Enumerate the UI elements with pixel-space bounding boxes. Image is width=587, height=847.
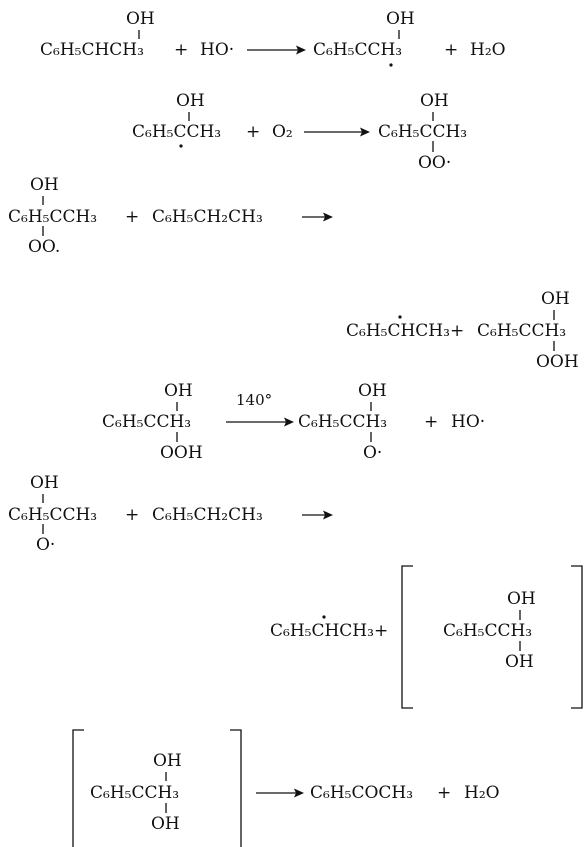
radical-dot (179, 144, 183, 148)
reactant-formula: C₆H₅CCH₃ (8, 505, 97, 525)
right-bracket (571, 565, 583, 709)
product-hydroxyl-label: OH (541, 289, 570, 309)
product-formula: C₆H₅CCH₃ (313, 40, 402, 60)
oxy-radical-label: O· (36, 535, 55, 555)
hydroxyl-label: OH (176, 91, 205, 111)
reactant-formula: C₆H₅CCH₃ (90, 783, 179, 803)
peroxyl-label: OO· (418, 153, 451, 173)
hydroperoxy-label: OOH (160, 443, 203, 463)
radical-dot (389, 63, 393, 67)
plus-sign: + (450, 321, 464, 341)
acetophenone-formula: C₆H₅COCH₃ (310, 783, 413, 803)
reaction-6: OH C₆H₅CCH₃ OH C₆H₅COCH₃ + H₂O (72, 729, 500, 847)
hydroxyl-label: OH (153, 751, 182, 771)
benzylic-radical-formula: C₆H₅CHCH₃ (270, 621, 374, 641)
reaction-2: OH C₆H₅CCH₃ + O₂ OH C₆H₅CCH₃ OO· (132, 91, 467, 173)
product-hydroxyl-label: OH (420, 91, 449, 111)
water-formula: H₂O (464, 783, 500, 803)
arrowhead-icon (296, 45, 306, 55)
hydroxyl-label: OH (151, 814, 180, 834)
plus-sign: + (125, 505, 139, 525)
plus-sign: + (444, 40, 458, 60)
left-bracket (72, 729, 84, 847)
reactant-formula: C₆H₅CCH₃ (102, 412, 191, 432)
arrowhead-icon (294, 788, 304, 798)
reaction-4: OH C₆H₅CCH₃ OOH 140° OH C₆H₅CCH₃ O· + HO… (102, 381, 485, 463)
benzylic-radical-formula: C₆H₅CHCH₃ (346, 321, 450, 341)
hydroxyl-label: OH (30, 175, 59, 195)
arrowhead-icon (360, 127, 370, 137)
plus-sign: + (374, 621, 388, 641)
hydroperoxy-label: OOH (536, 352, 579, 372)
reaction-1: OH C₆H₅CHCH₃ + HO· OH C₆H₅CCH₃ + H₂O (40, 9, 506, 67)
hydroxyl-label: OH (30, 473, 59, 493)
ethylbenzene-formula: C₆H₅CH₂CH₃ (152, 207, 263, 227)
plus-sign: + (174, 40, 188, 60)
arrowhead-icon (323, 212, 333, 222)
hydroperoxide-formula: C₆H₅CCH₃ (477, 321, 566, 341)
hydroxyl-radical: HO· (451, 412, 485, 432)
temperature-condition: 140° (236, 391, 272, 409)
oxygen-formula: O₂ (272, 122, 293, 142)
plus-sign: + (424, 412, 438, 432)
plus-sign: + (246, 122, 260, 142)
right-bracket (230, 729, 242, 847)
plus-sign: + (125, 207, 139, 227)
arrowhead-icon (323, 510, 333, 520)
gem-diol-formula: C₆H₅CCH₃ (443, 621, 532, 641)
hydroxyl-label: OH (505, 652, 534, 672)
peroxyl-label: OO. (28, 237, 60, 257)
alkoxy-radical-formula: C₆H₅CCH₃ (298, 412, 387, 432)
arrowhead-icon (284, 417, 294, 427)
reaction-3: OH C₆H₅CCH₃ OO. + C₆H₅CH₂CH₃ C₆H₅CHCH₃ +… (8, 175, 579, 372)
product-hydroxyl-label: OH (358, 381, 387, 401)
product-hydroxyl-label: OH (507, 589, 536, 609)
product-formula: C₆H₅CCH₃ (378, 122, 467, 142)
radical-dot (322, 615, 326, 619)
reactant-formula: C₆H₅CHCH₃ (40, 40, 144, 60)
hydroxyl-label: OH (126, 9, 155, 29)
ethylbenzene-formula: C₆H₅CH₂CH₃ (152, 505, 263, 525)
left-bracket (401, 565, 413, 709)
water-formula: H₂O (470, 40, 506, 60)
plus-sign: + (437, 783, 451, 803)
product-hydroxyl-label: OH (386, 9, 415, 29)
radical-dot (398, 315, 402, 319)
reactant-formula: C₆H₅CCH₃ (132, 122, 221, 142)
reaction-5: OH C₆H₅CCH₃ O· + C₆H₅CH₂CH₃ C₆H₅CHCH₃ + … (8, 473, 583, 709)
reactant-formula: C₆H₅CCH₃ (8, 207, 97, 227)
oxy-radical-label: O· (363, 443, 382, 463)
hydroxyl-label: OH (164, 381, 193, 401)
hydroxyl-radical: HO· (200, 40, 234, 60)
